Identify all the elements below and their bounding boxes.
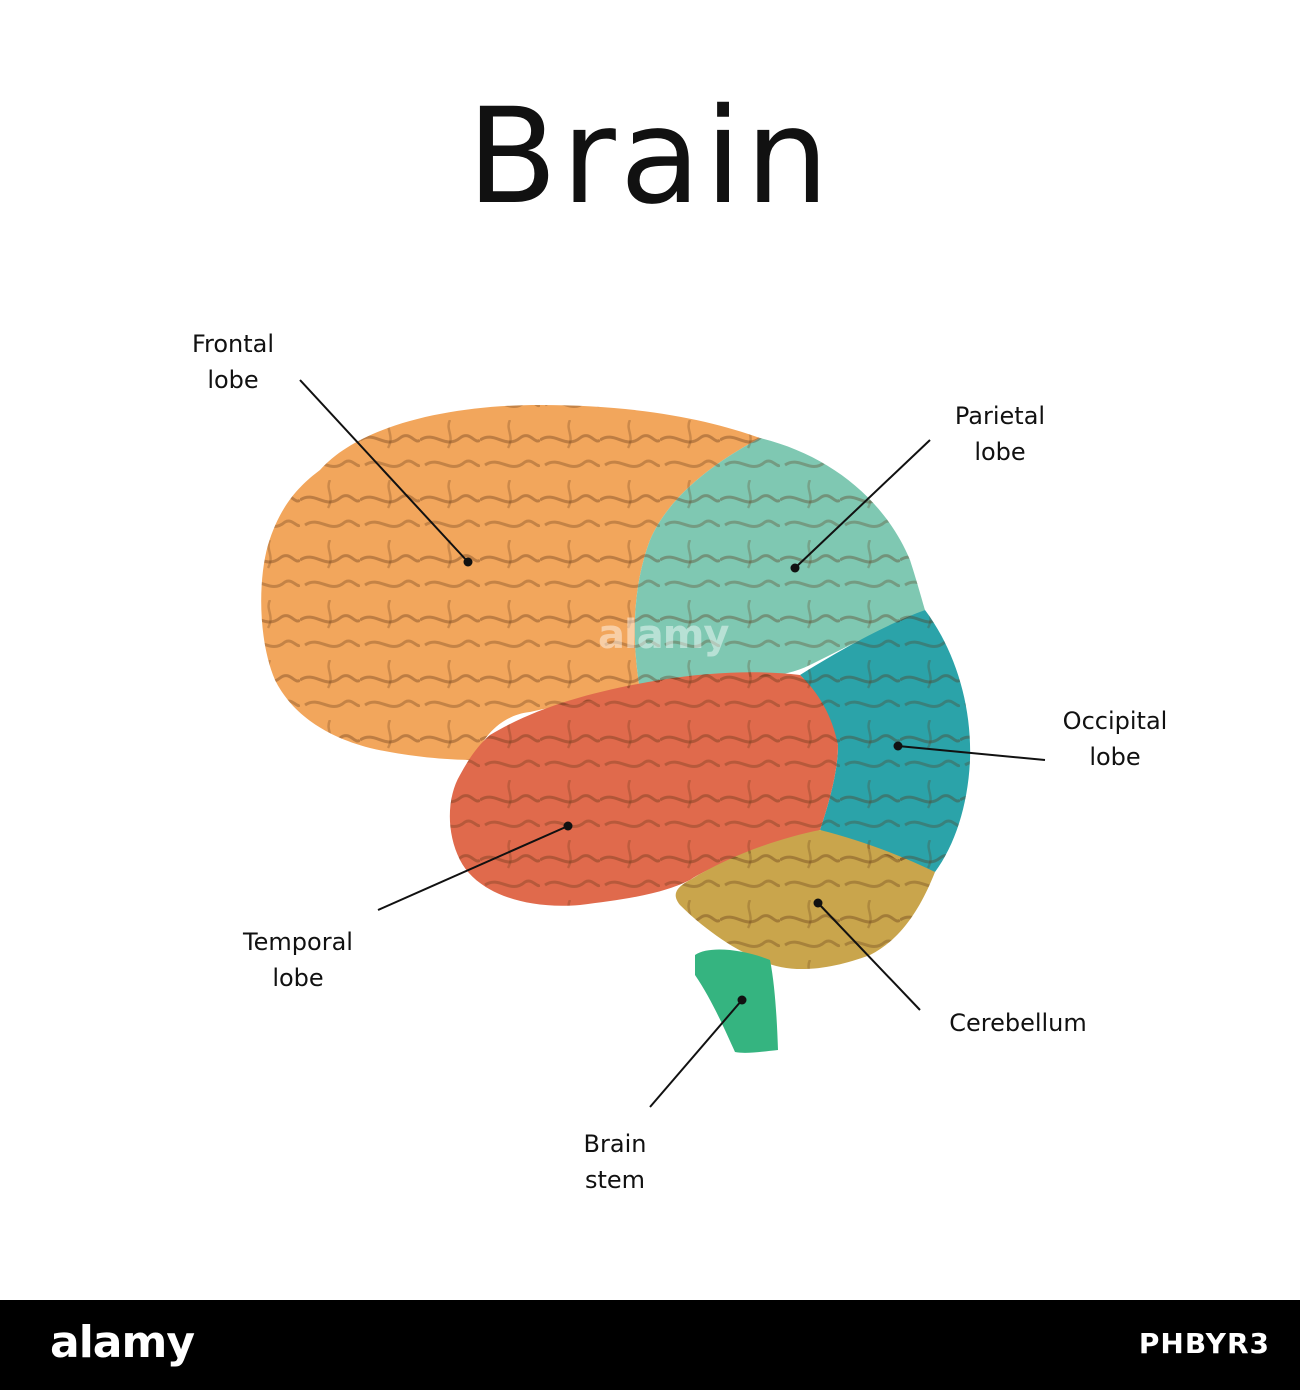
frontal-lobe-label-line2: lobe (207, 366, 259, 394)
temporal-leader-line (377, 825, 569, 911)
frontal-leader-line (299, 379, 469, 563)
cerebellum-label-line1: Cerebellum (949, 1009, 1087, 1037)
brainstem-label: Brain stem (584, 1126, 647, 1198)
occipital-lobe-label: Occipital lobe (1063, 703, 1168, 775)
parietal-lobe-label-line2: lobe (974, 438, 1026, 466)
brainstem-leader-dot (737, 995, 747, 1005)
temporal-lobe-label-line2: lobe (272, 964, 324, 992)
brainstem-label-line1: Brain (583, 1130, 647, 1158)
temporal-leader-dot (563, 821, 573, 831)
parietal-lobe-label-line1: Parietal (954, 402, 1046, 430)
gyri-texture (261, 405, 971, 970)
image-id: PHBYR3 (1138, 1327, 1270, 1360)
parietal-leader-dot (790, 563, 800, 573)
alamy-logo-text: alamy (50, 1317, 195, 1368)
alamy-logo: alamy (50, 1317, 195, 1368)
brainstem-leader-line (649, 999, 743, 1108)
temporal-lobe-label-line1: Temporal (243, 928, 353, 956)
stock-footer-bar: alamy PHBYR3 (0, 1300, 1300, 1390)
leader-lines (299, 379, 1046, 1108)
frontal-lobe-label-line1: Frontal (191, 330, 275, 358)
temporal-lobe-label: Temporal lobe (243, 924, 353, 996)
cerebellum-leader-dot (813, 898, 823, 908)
occipital-leader-line (897, 745, 1046, 761)
occipital-lobe-label-line2: lobe (1089, 743, 1141, 771)
cerebellum-label: Cerebellum (949, 1005, 1087, 1041)
diagram-title: Brain (466, 80, 834, 234)
brain-diagram (261, 379, 1046, 1108)
occipital-leader-dot (893, 741, 903, 751)
frontal-lobe-label: Frontal lobe (192, 326, 274, 398)
brainstem-label-line2: stem (584, 1166, 646, 1194)
occipital-lobe-label-line1: Occipital (1062, 707, 1168, 735)
brain-stem-region (695, 949, 778, 1053)
parietal-lobe-label: Parietal lobe (955, 398, 1045, 470)
frontal-leader-dot (463, 557, 473, 567)
cerebellum-leader-line (817, 902, 921, 1011)
parietal-leader-line (794, 439, 931, 569)
